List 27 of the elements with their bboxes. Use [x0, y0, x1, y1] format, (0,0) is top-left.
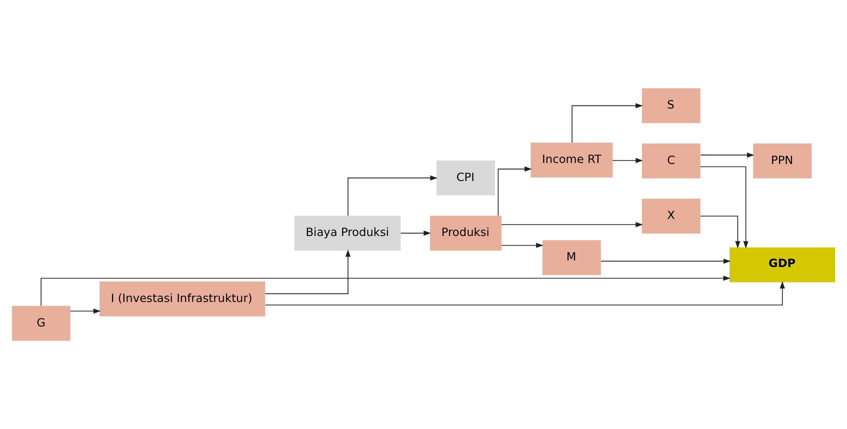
node-box: S [642, 88, 700, 124]
node-box: C [642, 143, 700, 178]
arrow [70, 308, 101, 314]
node-box: Income RT [530, 142, 613, 178]
arrow [600, 258, 731, 264]
node-box: X [642, 198, 700, 234]
node-box: Produksi [430, 216, 502, 251]
arrow [612, 158, 643, 164]
arrow [40, 276, 731, 306]
arrow [700, 216, 740, 248]
arrow [572, 103, 643, 143]
arrow [348, 175, 438, 216]
node-box: Biaya Produksi [294, 216, 401, 251]
node-box: CPI [436, 160, 495, 196]
arrow [501, 222, 643, 228]
node-box: I (Investasi Infrastruktur) [100, 281, 266, 316]
arrow [700, 166, 748, 249]
arrow [501, 242, 544, 248]
arrow [498, 166, 532, 216]
node-box: M [542, 240, 601, 275]
arrow [264, 249, 351, 294]
arrow [400, 230, 431, 236]
node-box: GDP [730, 247, 836, 282]
arrow [700, 152, 754, 158]
arrow [265, 281, 785, 306]
node-box: PPN [753, 143, 812, 178]
node-box: G [12, 306, 70, 341]
